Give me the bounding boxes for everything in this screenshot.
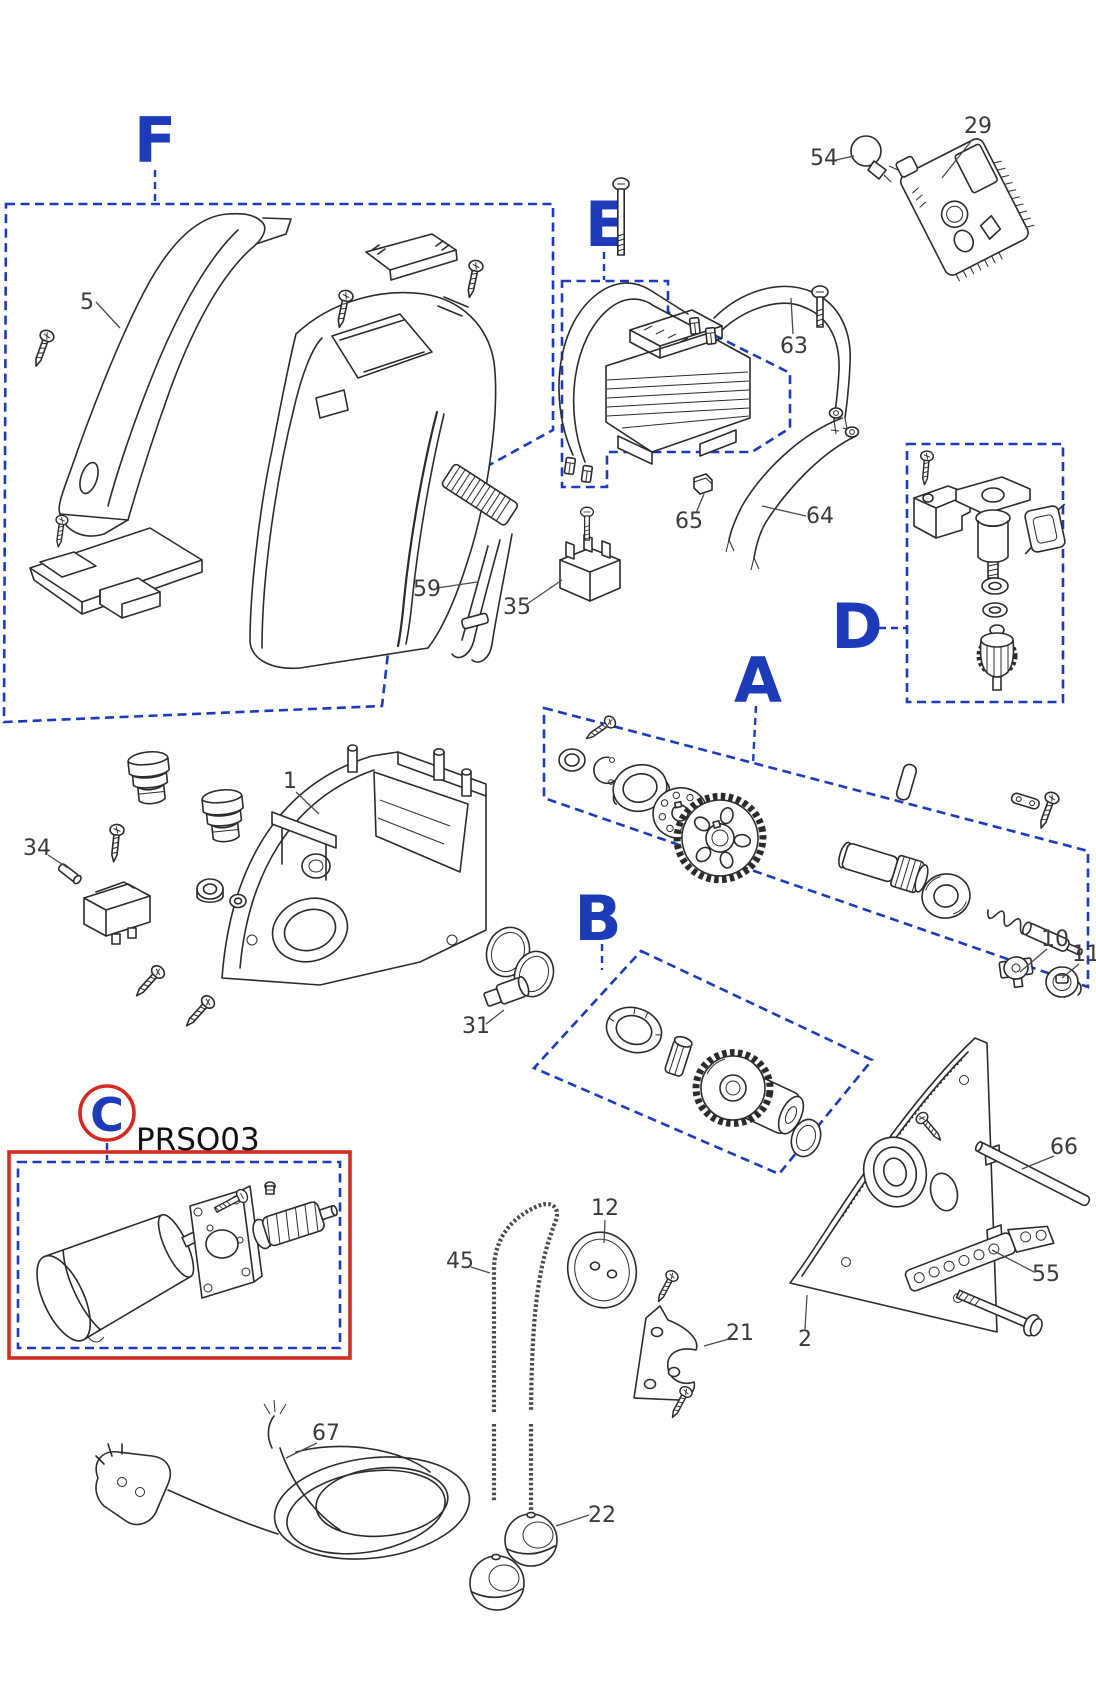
part-fuse-block-35: [559, 534, 621, 602]
part-housing-1: [221, 744, 487, 986]
part-label-35: 35: [503, 595, 531, 620]
part-limit-switch-D: [913, 449, 1066, 691]
part-label-22: 22: [588, 1503, 616, 1528]
section-box-C-red: [7, 1084, 352, 1360]
part-label-63: 63: [780, 334, 808, 359]
part-wires-left: [558, 282, 717, 484]
part-worm-gear: [252, 1201, 338, 1250]
part-motor-C: [36, 1181, 338, 1343]
part-nut-washer: [196, 878, 247, 909]
part-label-1: 1: [283, 769, 297, 794]
part-small-lid: [365, 233, 458, 281]
part-label-21: 21: [726, 1321, 754, 1346]
part-label-34: 34: [23, 836, 51, 861]
part-label-45: 45: [446, 1249, 474, 1274]
part-label-64: 64: [806, 504, 834, 529]
product-code: PRSO03: [136, 1122, 260, 1158]
part-harness-59: [396, 410, 519, 663]
part-label-67: 67: [312, 1421, 340, 1446]
part-cover-body: [249, 291, 497, 670]
part-wires-64: [725, 407, 860, 571]
part-label-12: 12: [591, 1196, 619, 1221]
part-bolt: [955, 1289, 1043, 1337]
part-power-cord-67: [95, 1399, 471, 1560]
part-knob-11: [1045, 966, 1082, 998]
section-letter-A: A: [734, 644, 782, 717]
part-gear-B: [605, 1006, 822, 1158]
part-bar-55: [904, 1225, 1055, 1292]
part-rod-66: [974, 1141, 1091, 1207]
part-label-66: 66: [1050, 1135, 1078, 1160]
part-geartrain-A: [558, 713, 1083, 956]
part-board-tray: [29, 527, 203, 619]
section-letter-D: D: [831, 590, 882, 663]
section-box-E: [560, 252, 792, 489]
part-balls-22: [469, 1511, 558, 1611]
part-setscrew: [264, 1181, 276, 1195]
part-chain-45: [491, 1201, 560, 1510]
section-letter-C: C: [90, 1088, 124, 1142]
part-coupler-31: [483, 976, 530, 1007]
part-clip-65: [693, 473, 713, 495]
part-label-31: 31: [462, 1014, 490, 1039]
part-wires-right: [713, 285, 851, 435]
section-letter-F: F: [134, 104, 176, 177]
section-box-B: [531, 944, 875, 1176]
part-label-59: 59: [413, 577, 441, 602]
part-label-65: 65: [675, 509, 703, 534]
part-microswitch: [83, 881, 151, 945]
housing-posts: [347, 744, 472, 797]
section-box-D: [879, 442, 1065, 704]
part-pulley-12: [566, 1231, 638, 1309]
part-callouts: 5 54 29 63 59 35 65 64 34 1 31 10 11 66 …: [23, 114, 1096, 1528]
part-bracket-21: [633, 1305, 698, 1401]
part-pin-34: [57, 863, 82, 885]
part-label-55: 55: [1032, 1262, 1060, 1287]
part-control-panel-29: [895, 138, 1035, 282]
part-bulb-54: [850, 135, 899, 183]
part-cover-5: [58, 212, 292, 537]
part-label-5: 5: [80, 290, 94, 315]
section-box-A: [542, 705, 1090, 989]
part-label-10: 10: [1041, 927, 1069, 952]
part-label-11: 11: [1072, 942, 1096, 967]
part-label-2: 2: [798, 1327, 812, 1352]
part-cam-10: [998, 956, 1034, 989]
section-letter-B: B: [574, 882, 621, 955]
part-label-29: 29: [964, 114, 992, 139]
part-label-54: 54: [810, 146, 838, 171]
